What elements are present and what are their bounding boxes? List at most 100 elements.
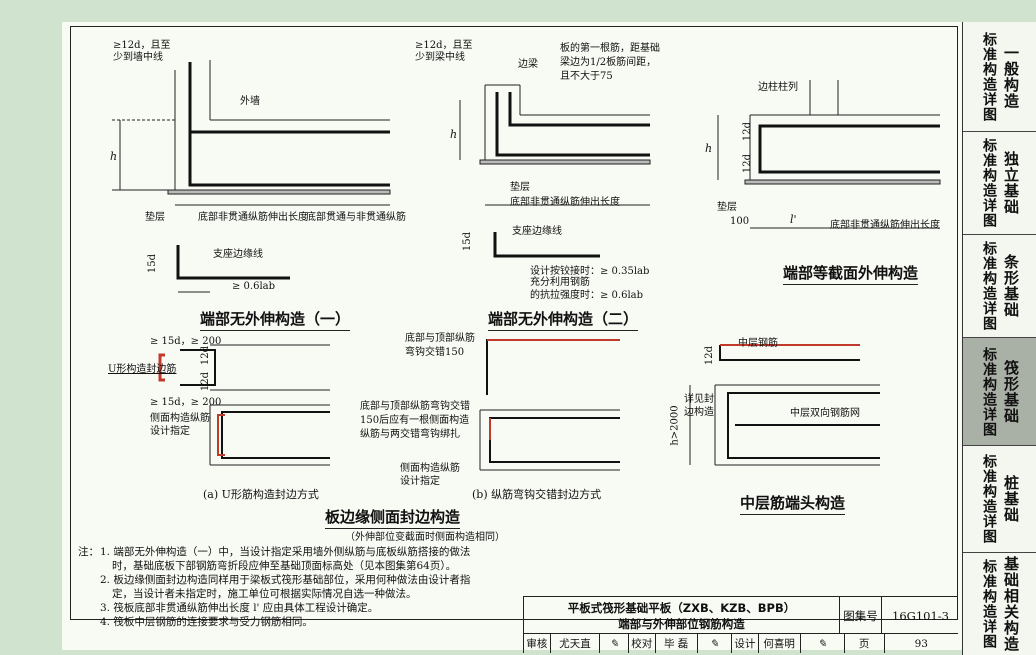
- reviewer-signature: ✎: [600, 634, 629, 653]
- atlas-no: 16G101-3: [892, 608, 949, 623]
- fig5-12d-label: 12d: [704, 345, 716, 366]
- tab-pile-foundation[interactable]: 标准构造详图 桩基础: [963, 446, 1036, 553]
- fig4-12d-a: 12d: [200, 345, 212, 366]
- note-line: 时，基础底板下部钢筋弯折段应伸至基础顶面标高处（见本图集第64页）。: [112, 560, 457, 572]
- fig2-anchor-note: ≥12d，且至 少到梁中线: [415, 40, 473, 64]
- fig1-support-line-label: 支座边缘线: [213, 249, 263, 260]
- checker-signature: ✎: [698, 634, 732, 653]
- fig4-15d-top: ≥ 15d，≥ 200: [150, 336, 222, 347]
- fig3-l-label: l': [790, 213, 797, 226]
- note-line: 定，当设计者未指定时，施工单位可根据实际情况自选一种做法。: [112, 588, 417, 600]
- tab-category: 桩基础: [1002, 475, 1020, 523]
- label: 设计指定: [150, 426, 190, 437]
- fig2-extension-label: 底部非贯通纵筋伸出长度: [510, 197, 620, 208]
- label: 底部与顶部纵筋弯钩交错: [360, 401, 470, 412]
- drawing-frame: [70, 26, 958, 620]
- fig4-12d-b: 12d: [200, 371, 212, 392]
- fig2-hinged-label: 设计按铰接时：≥ 0.35lab: [530, 266, 650, 277]
- fig5-mid-bar-label: 中层钢筋: [738, 338, 778, 349]
- fig2-support-line-label: 支座边缘线: [512, 226, 562, 237]
- fig5-h-label: h>2000: [669, 405, 681, 446]
- notes-lead: 注：: [78, 546, 99, 558]
- fig2-15d-label: 15d: [462, 231, 474, 252]
- fig3-pad-label: 垫层: [717, 202, 737, 213]
- tab-isolated-foundation[interactable]: 标准构造详图 独立基础: [963, 132, 1036, 235]
- tab-label: 标准构造详图: [981, 559, 997, 649]
- label: 弯钩交错150: [405, 347, 465, 358]
- tab-general[interactable]: 标准构造详图 一般构造: [963, 22, 1036, 132]
- fig1-wall-label: 外墙: [240, 96, 260, 107]
- title-block: 平板式筏形基础平板（ZXB、KZB、BPB） 端部与外伸部位钢筋构造 图集号 1…: [523, 596, 958, 655]
- fig4-side-bar-note: 侧面构造纵筋 设计指定: [150, 412, 210, 438]
- fig5-see-note: 详见封 边构造: [684, 393, 714, 419]
- label: 板的第一根筋，距基础: [560, 43, 660, 54]
- tab-raft-foundation[interactable]: 标准构造详图 筏形基础: [963, 338, 1036, 446]
- reviewer-name: 尤天直: [551, 634, 601, 653]
- tab-category: 基础相关构造: [1002, 556, 1020, 652]
- designer-signature: ✎: [801, 634, 845, 653]
- fig4b-caption: (b) 纵筋弯钩交错封边方式: [472, 488, 602, 501]
- fig1-h-label: h: [110, 150, 118, 163]
- tab-label: 标准构造详图: [981, 31, 997, 122]
- fig4-15d-bottom: ≥ 15d，≥ 200: [150, 397, 222, 408]
- fig4b-top-note: 底部与顶部纵筋 弯钩交错150: [405, 332, 475, 360]
- tab-foundation-related[interactable]: 标准构造详图 基础相关构造: [963, 553, 1036, 655]
- fig4a-caption: (a) U形筋构造封边方式: [203, 488, 319, 501]
- tab-strip-foundation[interactable]: 标准构造详图 条形基础: [963, 235, 1036, 338]
- fig4-caption: 板边缘侧面封边构造: [325, 506, 461, 529]
- tab-category: 一般构造: [1002, 44, 1020, 109]
- tab-label: 标准构造详图: [981, 138, 997, 228]
- label: 侧面构造纵筋: [400, 463, 460, 474]
- fig4b-mid-note: 底部与顶部纵筋弯钩交错 150后应有一根侧面构造 纵筋与两交错弯钩绑扎: [360, 400, 470, 442]
- fig2-beam-label: 边梁: [518, 59, 538, 70]
- fig4b-side-bar-note: 侧面构造纵筋 设计指定: [400, 462, 460, 488]
- tab-label: 标准构造详图: [981, 454, 997, 544]
- tab-category: 独立基础: [1002, 151, 1020, 215]
- drawing-title: 平板式筏形基础平板（ZXB、KZB、BPB） 端部与外伸部位钢筋构造: [524, 597, 840, 634]
- fig5-caption: 中层筋端头构造: [740, 492, 846, 515]
- notes-block: 注：1. 端部无外伸构造（一）中，当设计指定采用墙外侧纵筋与底板纵筋搭接的做法 …: [78, 545, 523, 629]
- note-line: 2. 板边缘侧面封边构造同样用于梁板式筏形基础部位，采用何种做法由设计者指: [100, 574, 471, 586]
- review-label: 审核: [524, 634, 551, 653]
- label: 150后应有一根侧面构造: [360, 415, 470, 426]
- label: 梁边为1/2板筋间距，: [560, 57, 657, 68]
- fig1-pad-label: 垫层: [145, 212, 165, 223]
- fig4-u-bar-label: U形构造封边筋: [108, 364, 177, 375]
- fig3-12d-bottom: 12d: [742, 153, 754, 174]
- title-line: 端部与外伸部位钢筋构造: [618, 616, 745, 631]
- detail-drawings: [112, 60, 941, 471]
- atlas-no-label: 图集号: [840, 597, 882, 634]
- note-line: 1. 端部无外伸构造（一）中，当设计指定采用墙外侧纵筋与底板纵筋搭接的做法: [100, 546, 471, 558]
- fig1-anchor-note: ≥12d，且至 少到墙中线: [113, 40, 171, 64]
- design-label: 设计: [732, 634, 759, 653]
- fig1-06lab-label: ≥ 0.6lab: [232, 281, 276, 292]
- label: ≥12d，且至: [113, 40, 171, 51]
- tab-category: 条形基础: [1002, 254, 1020, 318]
- tab-label: 标准构造详图: [981, 241, 997, 331]
- fig3-column-label: 边柱柱列: [758, 82, 798, 93]
- fig3-h-label: h: [705, 142, 713, 155]
- fig1-15d-label: 15d: [147, 253, 159, 274]
- label: 少到梁中线: [415, 52, 465, 63]
- fig2-full-strength-note: 充分利用钢筋 的抗拉强度时：≥ 0.6lab: [530, 276, 643, 302]
- designer-name: 何喜明: [759, 634, 801, 653]
- fig4-subcaption: （外伸部位变截面时侧面构造相同）: [345, 532, 505, 543]
- fig1-extension-label: 底部非贯通纵筋伸出长度: [198, 212, 308, 223]
- category-sidebar: 标准构造详图 一般构造 标准构造详图 独立基础 标准构造详图 条形基础 标准构造…: [962, 22, 1036, 655]
- page-label: 页: [845, 634, 885, 653]
- note-line: 3. 筏板底部非贯通纵筋伸出长度 l' 应由具体工程设计确定。: [100, 602, 379, 614]
- label: 详见封: [684, 394, 714, 405]
- label: 侧面构造纵筋: [150, 413, 210, 424]
- fig2-first-bar-note: 板的第一根筋，距基础 梁边为1/2板筋间距， 且不大于75: [560, 42, 660, 84]
- label: ≥12d，且至: [415, 40, 473, 51]
- fig2-pad-label: 垫层: [510, 182, 530, 193]
- check-label: 校对: [629, 634, 656, 653]
- label: 纵筋与两交错弯钩绑扎: [360, 429, 460, 440]
- label: 底部与顶部纵筋: [405, 333, 475, 344]
- note-line: 4. 筏板中层钢筋的连接要求与受力钢筋相同。: [100, 616, 313, 628]
- title-line: 平板式筏形基础平板（ZXB、KZB、BPB）: [567, 600, 796, 615]
- label: 充分利用钢筋: [530, 277, 590, 288]
- fig1-caption: 端部无外伸构造（一）: [200, 308, 351, 331]
- checker-name: 毕 磊: [656, 634, 698, 653]
- fig1-through-bar-label: 底部贯通与非贯通纵筋: [306, 212, 406, 223]
